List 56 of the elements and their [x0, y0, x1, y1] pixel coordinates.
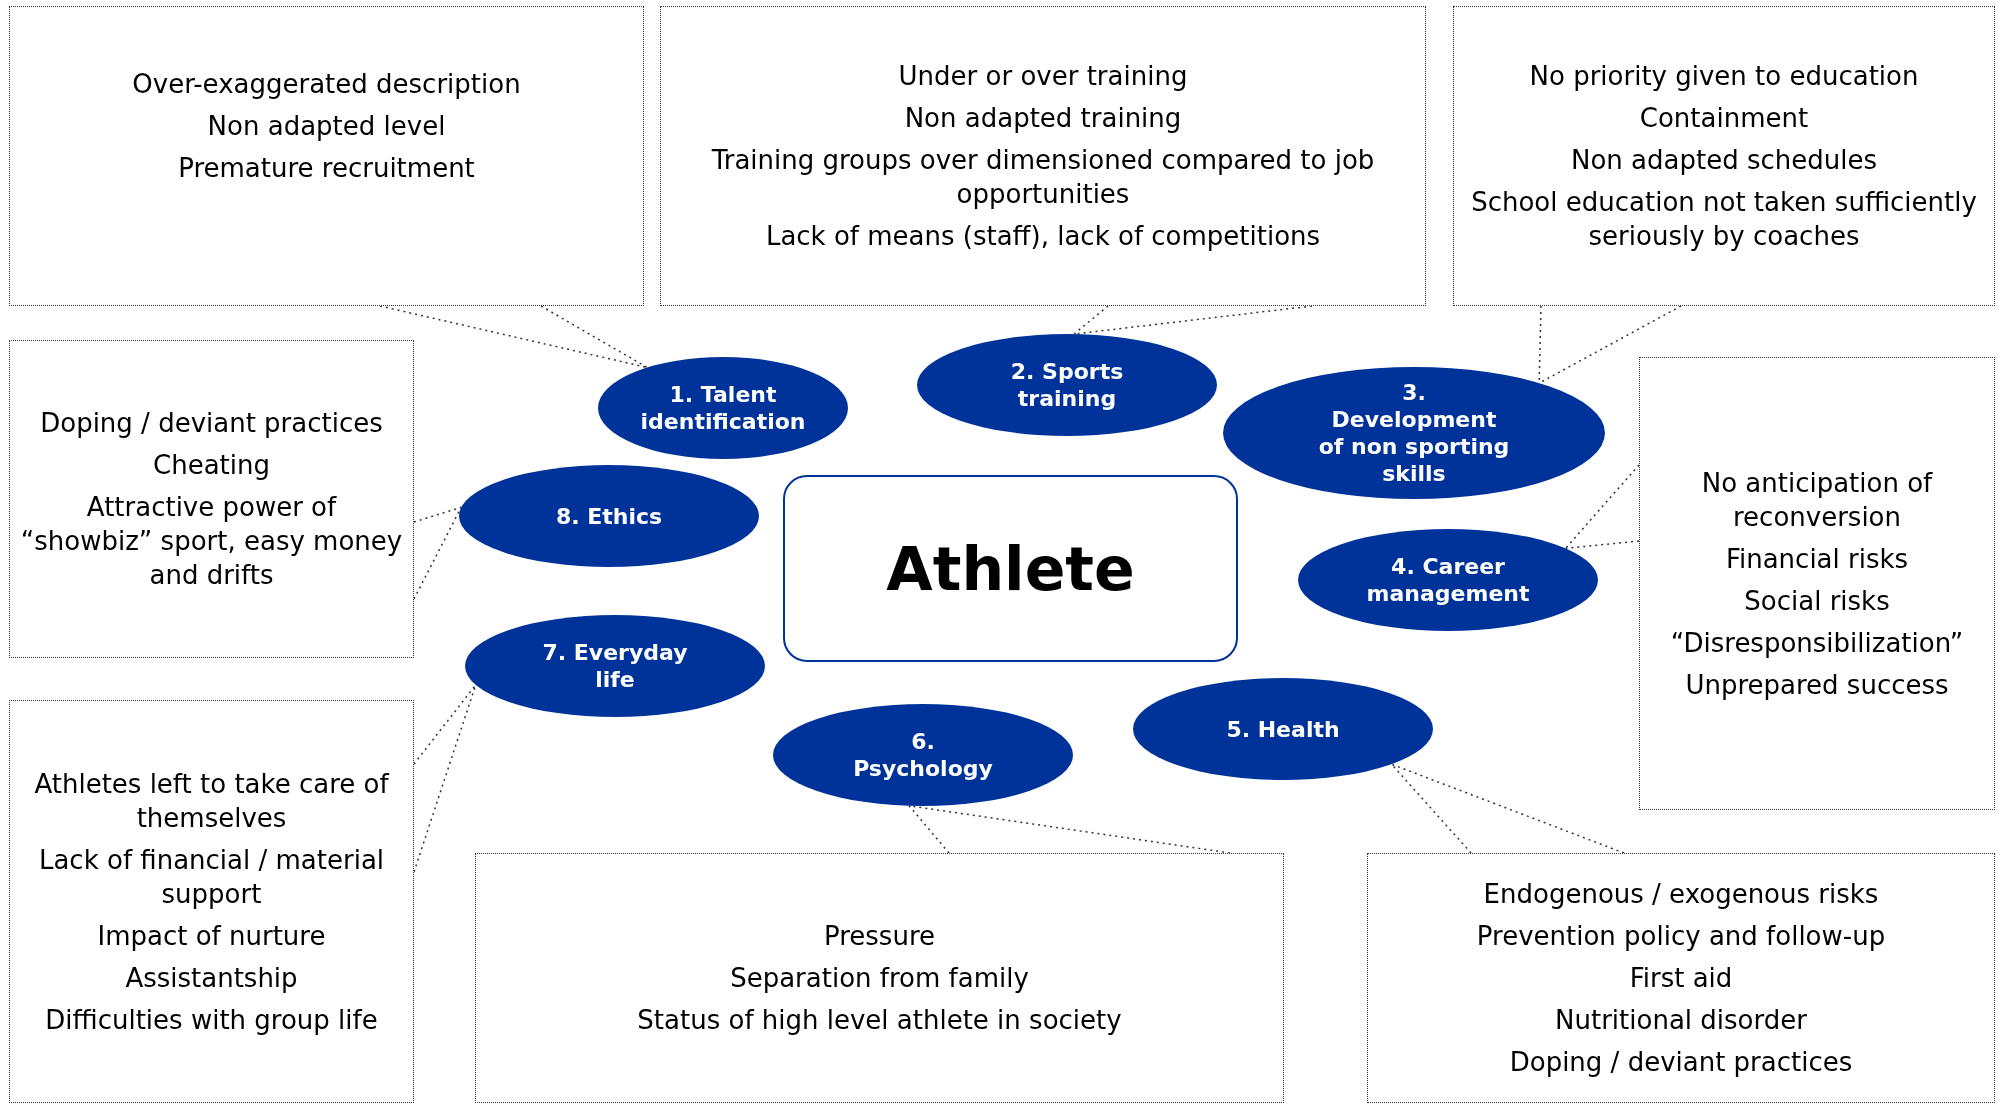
issue-text: Pressure	[824, 920, 935, 953]
callout-box	[9, 700, 414, 1103]
issue-text: Financial risks	[1725, 542, 1909, 576]
callout-box	[475, 853, 1284, 1103]
issue-text: Containment	[1639, 102, 1809, 135]
callout-box	[1639, 357, 1995, 810]
issue-text: Impact of nurture	[97, 919, 326, 953]
callout-tail	[1538, 305, 1682, 384]
issue-text: Endogenous / exogenous risks	[1483, 878, 1879, 911]
topic-label: 1. Talent identification	[639, 381, 807, 435]
issue-text: Non adapted schedules	[1571, 144, 1877, 177]
issue-text: Training groups over dimensioned compared to job opportunities	[710, 144, 1376, 211]
issue-text: Separation from family	[730, 962, 1029, 995]
issue-text: School education not taken sufficiently seriously by coaches	[1470, 186, 1978, 253]
issue-text: Status of high level athlete in society	[637, 1004, 1122, 1037]
callout-box	[660, 6, 1426, 306]
topic-label: 7. Everyday life	[541, 639, 689, 693]
callout-box	[1367, 853, 1995, 1103]
issue-text: Over-exaggerated description	[132, 68, 521, 101]
issue-text: Premature recruitment	[178, 152, 475, 185]
issue-text: Doping / deviant practices	[1509, 1046, 1853, 1079]
issue-text: Non adapted level	[207, 110, 446, 143]
topic-label: 2. Sports training	[1009, 358, 1125, 412]
issue-text: Doping / deviant practices	[40, 407, 383, 440]
issue-text: No priority given to education	[1529, 60, 1919, 93]
callout-tail	[413, 684, 477, 873]
callout-box	[9, 340, 414, 658]
callout-box	[9, 6, 644, 306]
callout-tail	[1564, 464, 1640, 550]
issue-text: “Disresponsibilization”	[1670, 626, 1964, 660]
callout-tail	[413, 506, 462, 600]
issue-text: Non adapted training	[904, 102, 1182, 135]
issue-text: Cheating	[153, 449, 270, 482]
topic-label: 5. Health	[1226, 715, 1340, 743]
issue-text: Athletes left to take care of themselves	[33, 767, 391, 835]
issue-text: Unprepared success	[1685, 668, 1949, 702]
issue-text: Under or over training	[898, 60, 1188, 93]
topic-label: 3. Development of non sporting skills	[1318, 379, 1510, 487]
topic-label: 8. Ethics	[555, 502, 663, 530]
callout-tail	[1390, 763, 1625, 854]
central-label: Athlete	[886, 532, 1135, 606]
issue-text: Assistantship	[125, 961, 298, 995]
topic-label: 6. Psychology	[852, 728, 994, 782]
topic-label: 4. Career management	[1366, 553, 1530, 607]
issue-text: Attractive power of “showbiz” sport, easy money and drifts	[19, 491, 404, 592]
callout-tail	[379, 305, 648, 369]
callout-box	[1453, 6, 1995, 306]
issue-text: Nutritional disorder	[1555, 1004, 1807, 1037]
issue-text: First aid	[1629, 962, 1733, 995]
issue-text: Prevention policy and follow-up	[1476, 920, 1886, 953]
issue-text: Difficulties with group life	[45, 1003, 378, 1037]
issue-text: Lack of financial / material support	[37, 843, 386, 911]
issue-text: Lack of means (staff), lack of competitions	[765, 220, 1321, 253]
central-box	[783, 475, 1238, 662]
issue-text: No anticipation of reconversion	[1700, 466, 1934, 534]
issue-text: Social risks	[1744, 584, 1890, 618]
